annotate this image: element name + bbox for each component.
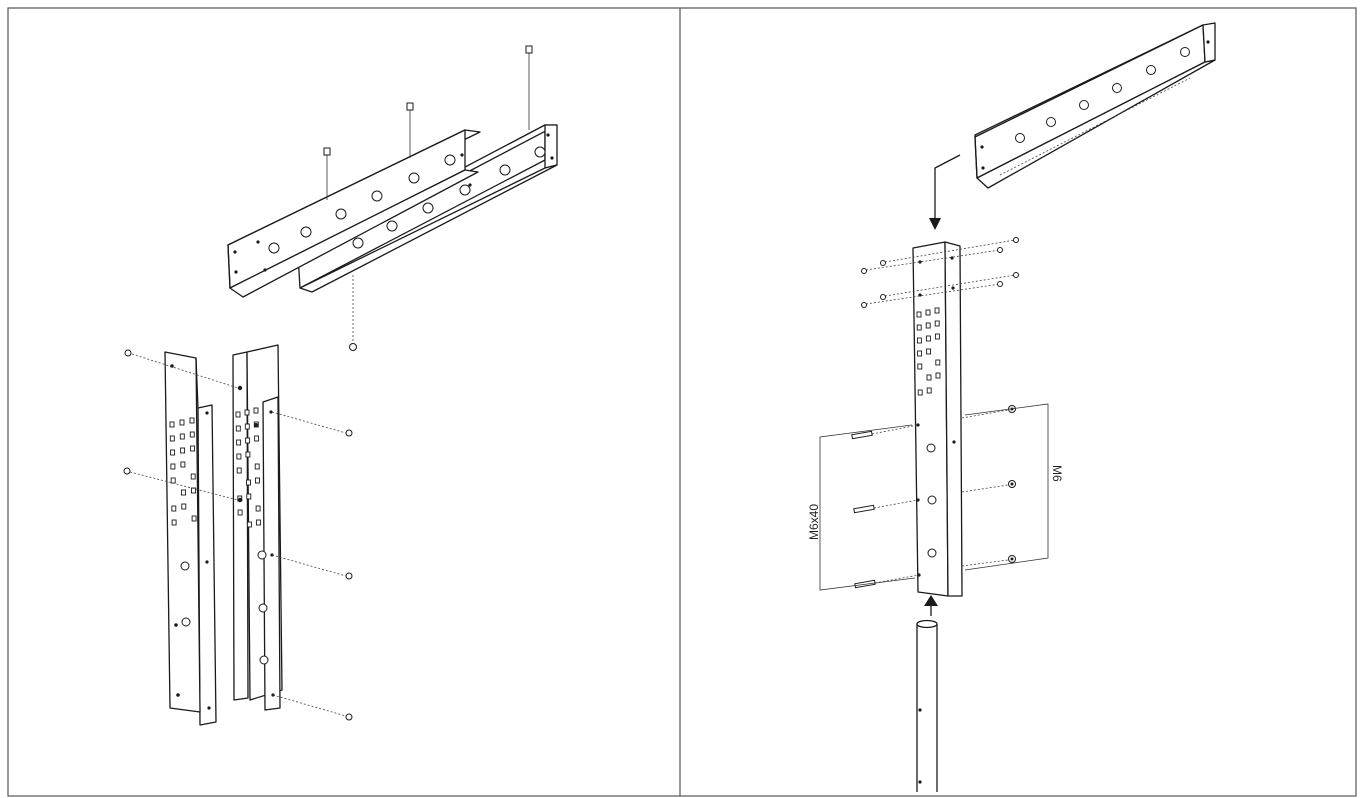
bracket-slot: [254, 435, 260, 442]
bracket-slot: [191, 487, 196, 494]
top-bolt-2: [406, 102, 414, 158]
left-panel: [123, 45, 558, 726]
bracket-slot: [245, 437, 251, 444]
bracket-slot: [244, 409, 250, 416]
bracket-slot: [181, 489, 186, 496]
bracket-slot: [925, 309, 931, 316]
insert-arrow-up: [924, 595, 938, 616]
bracket-slot: [935, 372, 941, 379]
bracket-slot: [934, 320, 940, 327]
bracket-slot: [170, 477, 176, 484]
bracket-slot: [179, 433, 185, 440]
bracket-slot: [926, 387, 932, 394]
bracket-slot: [236, 453, 242, 460]
bracket-slot: [246, 479, 251, 486]
bracket-slot: [191, 515, 197, 522]
bracket-slot: [255, 519, 261, 526]
bracket-slot: [246, 521, 252, 528]
outer-frame: [7, 7, 1357, 797]
nut-lower: [961, 555, 1016, 567]
long-bolt-upper: [851, 424, 919, 440]
bolt-callout-bracket: M6x40: [807, 424, 916, 591]
insert-arrow-down: [929, 154, 961, 230]
bracket-slot: [170, 463, 176, 470]
bracket-slot: [926, 374, 932, 381]
left-angle-bracket: [164, 351, 217, 726]
bracket-slot: [255, 477, 260, 484]
front-channel: [227, 129, 554, 298]
bracket-slot: [934, 307, 940, 314]
bracket-slot: [254, 463, 260, 470]
bracket-slot: [245, 451, 251, 458]
bracket-slot: [235, 411, 241, 418]
bracket-slot: [169, 421, 175, 428]
bolt-size-label: M6x40: [807, 504, 821, 540]
bracket-slot: [925, 322, 931, 329]
bracket-slot: [925, 335, 931, 342]
left-bolt-upper: [124, 349, 239, 389]
bracket-slot: [917, 350, 923, 357]
bracket-slot: [253, 407, 259, 414]
bracket-slot: [190, 473, 196, 480]
bottom-nut: [349, 275, 357, 351]
right-nut-middle: [271, 554, 353, 580]
bracket-slot: [916, 311, 922, 318]
right-nut-upper: [271, 411, 353, 437]
bracket-slot: [926, 348, 932, 355]
bracket-slot: [236, 439, 242, 446]
vertical-bracket: [912, 241, 963, 597]
bracket-slot: [917, 389, 923, 396]
bracket-slot: [179, 419, 185, 426]
bracket-slot: [180, 447, 186, 454]
top-bolt-1: [323, 147, 331, 200]
left-bracket-slot-grid: [169, 417, 197, 526]
nut-middle: [961, 480, 1016, 493]
bracket-slot: [189, 431, 195, 438]
bracket-slot: [189, 417, 195, 424]
nut-callout-bracket: M6: [964, 403, 1064, 571]
long-bolt-middle: [853, 499, 919, 514]
bracket-slot: [169, 435, 175, 442]
bracket-slot: [236, 467, 242, 474]
bracket-slot: [935, 359, 941, 366]
bracket-slot: [171, 505, 177, 512]
bracket-slot: [244, 423, 250, 430]
bracket-slot: [190, 445, 196, 452]
top-channel-rail: [974, 22, 1216, 189]
bracket-slot: [934, 333, 940, 340]
support-post: [916, 619, 938, 792]
bracket-slot: [916, 324, 922, 331]
bracket-slot: [246, 493, 252, 500]
bracket-slot: [181, 503, 187, 510]
bracket-slot: [170, 449, 176, 456]
nut-size-label: M6: [1050, 465, 1064, 482]
top-bolt-3: [525, 45, 533, 130]
right-angle-bracket: [232, 344, 283, 711]
bracket-slot: [237, 509, 243, 516]
bracket-slot: [235, 425, 241, 432]
bracket-slot: [916, 337, 922, 344]
left-bolt-lower: [123, 467, 239, 501]
bracket-slot: [255, 505, 261, 512]
bracket-top-bolts: [861, 237, 1019, 308]
bracket-slot: [171, 519, 177, 526]
bracket-slot: [180, 461, 186, 468]
right-panel: M6x40 M6: [807, 22, 1216, 792]
right-nut-lower: [272, 694, 353, 721]
upper-rail-assembly: [227, 45, 558, 351]
center-bracket-slot-grid: [916, 307, 941, 396]
bracket-slot: [917, 363, 923, 370]
